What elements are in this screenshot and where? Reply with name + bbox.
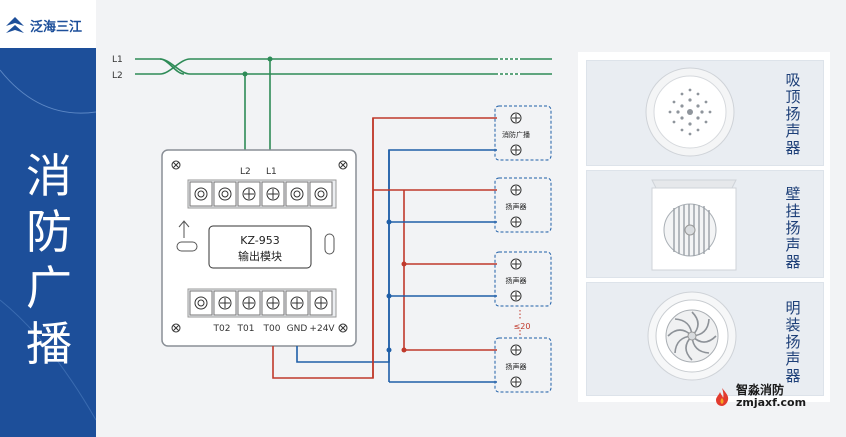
title-char: 广 bbox=[26, 261, 72, 315]
terminal-screw-icon bbox=[213, 181, 237, 207]
terminal-screw-icon bbox=[189, 290, 213, 316]
logo-text: 泛海三江 bbox=[30, 19, 83, 35]
logo-area: 泛海三江 bbox=[0, 0, 96, 48]
led-slot bbox=[324, 233, 335, 255]
speaker-box: 扬声器 bbox=[494, 337, 552, 393]
speaker-box: 扬声器 bbox=[494, 177, 552, 233]
terminal-label-t01: T01 bbox=[237, 324, 255, 334]
title-char: 播 bbox=[26, 317, 72, 371]
ceiling-speaker-image bbox=[645, 67, 735, 157]
bus-label-l2: L2 bbox=[112, 71, 123, 81]
watermark: 智淼消防 zmjaxf.com bbox=[712, 384, 806, 409]
junction-dot bbox=[386, 347, 392, 353]
junction-dot bbox=[401, 261, 407, 267]
terminal-label-t00: T00 bbox=[263, 324, 281, 334]
bottom-terminals bbox=[189, 290, 333, 316]
sidebar: 泛海三江 消 防 广 播 bbox=[0, 0, 96, 437]
logo-mark-icon bbox=[6, 17, 24, 33]
junction-dot bbox=[242, 71, 248, 77]
terminal-screw-icon bbox=[285, 290, 309, 316]
terminal-screw-icon bbox=[261, 181, 285, 207]
output-wires bbox=[272, 117, 497, 383]
sidebar-title: 消 防 广 播 bbox=[14, 148, 84, 372]
corner-screw-icon bbox=[338, 323, 348, 333]
junction-dot bbox=[401, 347, 407, 353]
speaker-label: 扬声器 bbox=[506, 276, 527, 285]
terminal-label-gnd: GND bbox=[287, 324, 308, 334]
junction-dot bbox=[386, 293, 392, 299]
corner-screw-icon bbox=[338, 160, 348, 170]
bus-lines bbox=[135, 58, 552, 75]
photo-label-wall: 壁挂扬声器 bbox=[785, 185, 801, 271]
limit-note: ≤20 bbox=[514, 322, 531, 331]
title-char: 消 bbox=[26, 149, 72, 203]
up-arrow-icon bbox=[178, 220, 190, 238]
brand-logo: 泛海三江 bbox=[4, 14, 82, 36]
speaker-box: 扬声器 bbox=[494, 251, 552, 307]
watermark-name: 智淼消防 bbox=[736, 383, 785, 397]
bus-label-l1: L1 bbox=[112, 55, 123, 65]
bus-dotted-break bbox=[498, 58, 520, 75]
terminal-screw-icon bbox=[261, 290, 285, 316]
module-kz953: L2 L1 KZ-953 输出模块 bbox=[161, 149, 357, 347]
terminal-screw-icon bbox=[309, 290, 333, 316]
speaker-label: 扬声器 bbox=[506, 362, 527, 371]
photo-label-surface: 明装扬声器 bbox=[785, 299, 801, 385]
terminal-screw-icon bbox=[309, 181, 333, 207]
speaker-label: 消防广播 bbox=[502, 130, 530, 139]
terminal-label-t02: T02 bbox=[213, 324, 231, 334]
terminal-screw-icon bbox=[213, 290, 237, 316]
terminal-screw-icon bbox=[285, 181, 309, 207]
title-char: 防 bbox=[26, 205, 72, 259]
corner-screw-icon bbox=[171, 160, 181, 170]
terminal-screw-icon bbox=[189, 181, 213, 207]
corner-screw-icon bbox=[171, 323, 181, 333]
terminal-screw-icon bbox=[237, 290, 261, 316]
bus-drops bbox=[244, 59, 271, 150]
wall-speaker-image bbox=[651, 179, 737, 271]
junction-dot bbox=[267, 56, 273, 62]
module-label-box bbox=[208, 225, 312, 269]
speaker-label: 扬声器 bbox=[506, 202, 527, 211]
terminal-label-24v: +24V bbox=[309, 324, 335, 334]
terminal-screw-icon bbox=[237, 181, 261, 207]
module-name: 输出模块 bbox=[238, 249, 282, 263]
watermark-url: zmjaxf.com bbox=[736, 396, 807, 409]
speaker-box: 消防广播 bbox=[494, 105, 552, 161]
terminal-label-l2: L2 bbox=[240, 167, 251, 177]
flame-logo-icon bbox=[716, 387, 729, 406]
top-terminals bbox=[189, 181, 333, 207]
terminal-label-l1: L1 bbox=[266, 167, 277, 177]
led-slot bbox=[176, 241, 198, 252]
photo-label-ceiling: 吸顶扬声器 bbox=[785, 71, 801, 157]
surface-speaker-image bbox=[647, 291, 737, 381]
junction-dot bbox=[386, 219, 392, 225]
module-model: KZ-953 bbox=[240, 234, 280, 247]
